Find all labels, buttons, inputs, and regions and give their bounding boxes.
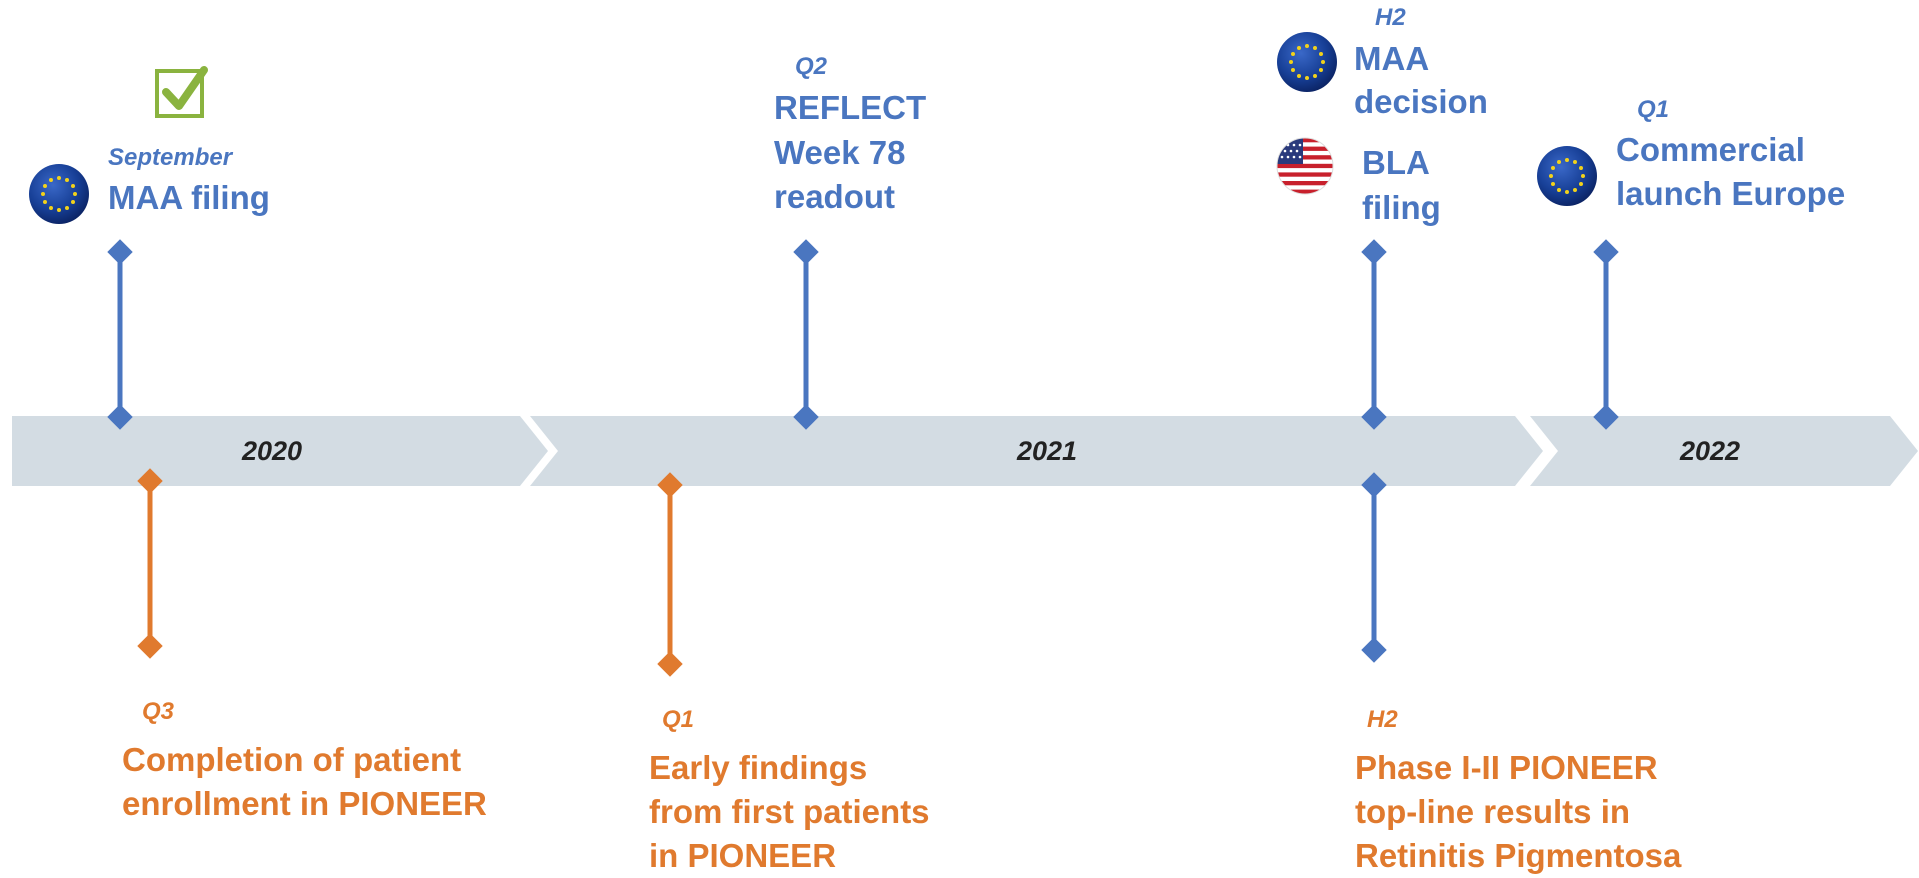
event-title-maa-filing: MAA filing xyxy=(108,179,270,216)
connector-pioneer-results xyxy=(1361,472,1387,663)
timeline-segment-2021 xyxy=(530,416,1543,486)
event-period-reflect: Q2 xyxy=(795,53,828,80)
event-title-pioneer-results-line3: Retinitis Pigmentosa xyxy=(1355,837,1682,874)
event-title-bla-line2: filing xyxy=(1362,189,1441,226)
connector-commercial-launch xyxy=(1593,239,1619,430)
event-period-maa-filing: September xyxy=(108,144,233,171)
eu-flag-icon xyxy=(1277,32,1337,92)
event-title-pioneer-results-line2: top-line results in xyxy=(1355,793,1631,830)
eu-flag-icon xyxy=(29,164,89,224)
event-title-reflect-line3: readout xyxy=(774,178,896,215)
year-label-2021: 2021 xyxy=(1017,436,1078,466)
connector-maa-filing xyxy=(107,239,133,430)
event-period-maa-decision: H2 xyxy=(1375,4,1406,31)
event-title-maa-decision-line1: MAA xyxy=(1354,40,1430,77)
event-title-bla-line1: BLA xyxy=(1362,144,1430,181)
event-title-pioneer-results-line1: Phase I-II PIONEER xyxy=(1355,749,1658,786)
event-title-launch-line1: Commercial xyxy=(1616,131,1805,168)
event-title-maa-decision-line2: decision xyxy=(1354,83,1488,120)
check-icon xyxy=(155,66,208,118)
event-title-reflect-line1: REFLECT xyxy=(774,89,927,126)
event-title-early-findings-line2: from first patients xyxy=(649,793,930,830)
eu-flag-icon xyxy=(1537,146,1597,206)
timeline-segment-2020 xyxy=(12,416,548,486)
connector-maa-decision xyxy=(1361,239,1387,430)
event-title-launch-line2: launch Europe xyxy=(1616,175,1846,212)
timeline-segment-2022 xyxy=(1530,416,1918,486)
event-period-pioneer-results: H2 xyxy=(1367,706,1398,733)
event-title-early-findings-line1: Early findings xyxy=(649,749,868,786)
event-period-enrollment: Q3 xyxy=(142,698,175,725)
connector-enrollment xyxy=(137,468,163,659)
event-title-enrollment-line2: enrollment in PIONEER xyxy=(122,785,487,822)
us-flag-icon xyxy=(1276,137,1334,195)
event-period-early-findings: Q1 xyxy=(662,706,695,733)
connector-reflect-readout xyxy=(793,239,819,430)
event-period-commercial-launch: Q1 xyxy=(1637,96,1670,123)
event-title-reflect-line2: Week 78 xyxy=(774,134,906,171)
year-label-2022: 2022 xyxy=(1680,436,1741,466)
year-label-2020: 2020 xyxy=(242,436,303,466)
event-title-enrollment-line1: Completion of patient xyxy=(122,741,462,778)
event-title-early-findings-line3: in PIONEER xyxy=(649,837,837,874)
connector-early-findings xyxy=(657,472,683,677)
